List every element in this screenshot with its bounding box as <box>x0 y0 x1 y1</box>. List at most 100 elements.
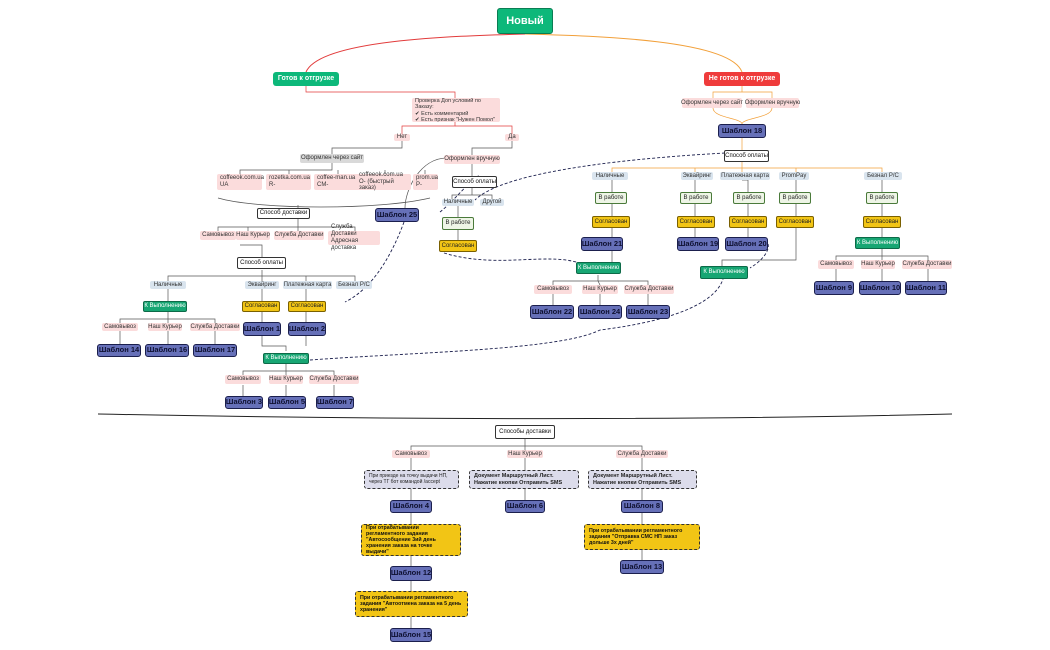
note-reg-3: При отрабатывании регламентного задания … <box>584 524 700 550</box>
node-payment-right: Способ оплаты <box>724 150 769 162</box>
template-4[interactable]: Шаблон 4 <box>390 500 432 513</box>
right-manual: Оформлен вручную <box>745 98 800 108</box>
right-cashless-agreed: Согласован <box>863 216 901 228</box>
template-5[interactable]: Шаблон 5 <box>268 396 306 409</box>
template-10[interactable]: Шаблон 10 <box>859 281 901 295</box>
node-delivery-method: Способ доставки <box>257 208 310 219</box>
left-pickup: Самовывоз <box>200 231 236 240</box>
template-3[interactable]: Шаблон 3 <box>225 396 263 409</box>
cashless-courier: Наш Курьер <box>861 260 895 269</box>
template-7[interactable]: Шаблон 7 <box>316 396 354 409</box>
cashless-pickup: Самовывоз <box>818 260 854 269</box>
template-8[interactable]: Шаблон 8 <box>621 500 663 513</box>
pay-acquiring-left: Эквайринг <box>245 281 279 289</box>
check-line-1: Проверка Доп условий по Заказу: <box>415 98 481 111</box>
label-manual: Оформлен вручную <box>444 155 500 164</box>
status-not-ready: Не готов к отгрузке <box>704 72 780 86</box>
note-reg-2: При отрабатывании регламентного задания … <box>355 591 468 617</box>
exec-left-cash: К Выполнению <box>143 301 187 312</box>
template-22[interactable]: Шаблон 22 <box>530 305 574 319</box>
site-rozetka: rozetka.com.ua R- <box>266 174 311 190</box>
template-15[interactable]: Шаблон 15 <box>390 628 432 642</box>
right-prompay-agreed: Согласован <box>776 216 814 228</box>
card-courier: Наш Курьер <box>269 375 303 384</box>
pay-cashless-left: Безнал Р/С <box>336 281 372 289</box>
bottom-service: Служба Доставки <box>616 450 668 458</box>
right-pickup: Самовывоз <box>534 285 572 294</box>
right-prompay: PromPay <box>779 172 809 180</box>
card-pickup: Самовывоз <box>225 375 261 384</box>
pay-card-left: Платежная карта <box>283 281 332 289</box>
template-18[interactable]: Шаблон 18 <box>718 124 766 138</box>
cash-courier: Наш Курьер <box>148 323 182 331</box>
exec-right-cash: К Выполнению <box>576 262 621 274</box>
label-no: Нет <box>394 134 410 141</box>
exec-right-cashless: К Выполнению <box>855 237 900 249</box>
template-23[interactable]: Шаблон 23 <box>626 305 670 319</box>
right-cash-in-work: В работе <box>595 192 627 204</box>
node-delivery-methods: Способы доставки <box>495 425 555 439</box>
note-pickup: При приезде на точку выдачи НП, через ТГ… <box>364 470 459 489</box>
right-acq-agreed: Согласован <box>677 216 715 228</box>
template-2[interactable]: Шаблон 2 <box>288 322 326 336</box>
note-courier: Документ Маршрутный Лист. Нажатие кнопки… <box>469 470 579 489</box>
right-cash-agreed: Согласован <box>592 216 630 228</box>
site-prom: prom.ua P- <box>413 174 438 190</box>
right-prompay-in-work: В работе <box>779 192 811 204</box>
site-coffee-man: coffee-man.ua CM- <box>314 174 360 190</box>
template-9[interactable]: Шаблон 9 <box>814 281 854 295</box>
check-conditions: Проверка Доп условий по Заказу: ✔ Есть к… <box>412 98 500 123</box>
template-14[interactable]: Шаблон 14 <box>97 344 141 357</box>
left-service-address: Служба Доставки Адресная доставка <box>328 224 380 251</box>
bottom-pickup: Самовывоз <box>392 450 430 458</box>
pay-cash-left: Наличные <box>150 281 186 289</box>
template-17[interactable]: Шаблон 17 <box>193 344 237 357</box>
site-coffeeok-fast: coffeeok.com.ua O- (быстрый заказ) <box>356 172 411 191</box>
template-16[interactable]: Шаблон 16 <box>145 344 189 357</box>
cashless-service: Служба Доставки <box>902 260 952 269</box>
left-courier: Наш Курьер <box>236 231 270 240</box>
cash-service: Служба Доставки <box>190 323 240 331</box>
manual-other: Другой <box>480 199 504 206</box>
right-service: Служба Доставки <box>624 285 674 294</box>
check-line-2: ✔ Есть комментарий <box>415 110 469 117</box>
template-1[interactable]: Шаблон 1 <box>243 322 281 336</box>
right-card-in-work: В работе <box>733 192 765 204</box>
exec-right-prompay: К Выполнению <box>700 266 748 279</box>
template-19[interactable]: Шаблон 19 <box>677 237 719 251</box>
template-20[interactable]: Шаблон 20 <box>725 237 768 251</box>
right-card-agreed: Согласован <box>729 216 767 228</box>
status-ready: Готов к отгрузке <box>273 72 339 86</box>
bottom-courier: Наш Курьер <box>507 450 543 458</box>
agreed-acquiring: Согласован <box>242 301 280 312</box>
right-acquiring: Эквайринг <box>681 172 713 180</box>
template-11[interactable]: Шаблон 11 <box>905 281 947 295</box>
right-acq-in-work: В работе <box>680 192 712 204</box>
template-13[interactable]: Шаблон 13 <box>620 560 664 574</box>
right-cashless: Безнал Р/С <box>864 172 902 180</box>
left-service: Служба Доставки <box>274 231 324 240</box>
status-new: Новый <box>497 8 553 34</box>
right-courier: Наш Курьер <box>582 285 618 294</box>
card-service: Служба Доставки <box>309 375 359 384</box>
agreed-card: Согласован <box>288 301 326 312</box>
template-12[interactable]: Шаблон 12 <box>390 566 432 581</box>
manual-agreed: Согласован <box>439 240 477 252</box>
manual-in-work: В работе <box>442 217 474 230</box>
right-cashless-in-work: В работе <box>866 192 898 204</box>
right-card: Платежная карта <box>720 172 770 180</box>
template-24[interactable]: Шаблон 24 <box>578 305 622 319</box>
site-coffeeok: coffeeok.com.ua UA <box>217 174 264 190</box>
right-via-site: Оформлен через сайт <box>681 98 743 108</box>
cash-pickup: Самовывоз <box>102 323 138 331</box>
template-21[interactable]: Шаблон 21 <box>581 237 623 251</box>
template-6[interactable]: Шаблон 6 <box>505 500 545 513</box>
manual-cash: Наличные <box>442 199 474 206</box>
right-cash: Наличные <box>592 172 628 180</box>
template-25[interactable]: Шаблон 25 <box>375 208 419 222</box>
exec-left-card: К Выполнению <box>263 353 309 364</box>
note-service: Документ Маршрутный Лист. Нажатие кнопки… <box>588 470 697 489</box>
check-line-3: ✔ Есть признак "Нужен Помол" <box>415 116 495 123</box>
node-payment-manual: Способ оплаты <box>452 176 497 188</box>
